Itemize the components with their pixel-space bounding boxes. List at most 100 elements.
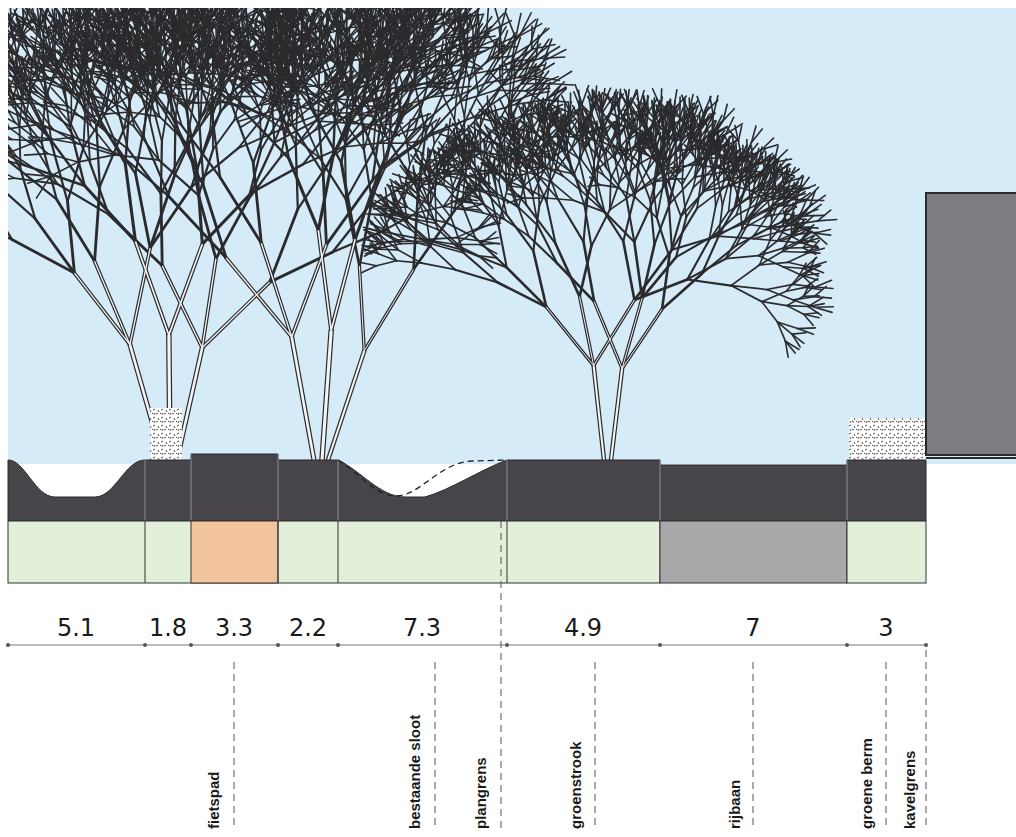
tree-branch <box>117 0 121 8</box>
tree-branch <box>239 0 260 4</box>
tree-branch <box>211 0 221 8</box>
tree-branch <box>185 0 206 4</box>
tree-branch <box>161 0 163 1</box>
tree-branch <box>0 129 8 140</box>
tree-branch <box>68 0 80 2</box>
tree-branch <box>211 0 231 8</box>
tree-branch <box>84 0 85 19</box>
tree-branch <box>333 0 336 7</box>
tree-branch <box>154 0 166 5</box>
tree-branch <box>197 102 222 103</box>
tree-branch <box>235 0 242 5</box>
tree-branch <box>60 58 86 59</box>
tree-branch <box>123 0 137 8</box>
tree-branch <box>123 0 132 8</box>
tree-branch <box>0 15 1 39</box>
tree-branch <box>0 40 6 67</box>
tree-branch <box>204 0 213 8</box>
tree-branch <box>139 0 143 4</box>
tree-branch <box>0 74 4 98</box>
tree-branch <box>132 0 143 4</box>
tree-branch <box>0 51 6 62</box>
tree-branch <box>42 77 64 78</box>
tree-branch <box>0 87 1 103</box>
tree-branch <box>56 0 79 2</box>
tree-branch <box>150 0 163 1</box>
tree-branch <box>195 0 199 1</box>
tree-branch <box>117 0 136 8</box>
tree-branch <box>0 129 8 131</box>
tree-branch <box>0 114 9 127</box>
tree-branch <box>28 0 46 6</box>
tree-branch <box>142 0 164 1</box>
tree-branch <box>164 0 166 1</box>
tree-branch <box>0 46 6 67</box>
tree-branch <box>0 58 3 75</box>
tree-branch <box>0 87 7 100</box>
tree-branch <box>194 0 197 3</box>
tree-branch <box>6 30 7 62</box>
tree-branch <box>180 0 185 4</box>
tree-branch <box>112 0 117 8</box>
tree-branch <box>106 0 123 8</box>
tree-branch <box>241 0 246 2</box>
tree-branch <box>0 43 5 67</box>
tree-branch <box>0 98 32 99</box>
tree-branch <box>73 0 80 2</box>
tree-branch <box>120 0 123 8</box>
tree-branch <box>216 0 217 6</box>
tree-branch <box>0 108 8 111</box>
tree-branch <box>200 0 206 2</box>
tree-branch <box>185 0 193 5</box>
tree-branch <box>187 108 188 145</box>
tree-branch <box>216 0 226 6</box>
tree-branch <box>149 0 154 5</box>
tree-branch <box>241 0 253 2</box>
tree-branch <box>161 194 162 266</box>
tree-branch <box>142 0 164 1</box>
tree-branch <box>171 0 187 7</box>
tree-branch <box>61 0 80 2</box>
tree-branch <box>208 0 211 8</box>
tree-branch <box>148 0 166 3</box>
tree-branch <box>0 20 5 40</box>
tree-branch <box>155 0 166 3</box>
tree-branch <box>227 0 229 9</box>
tree-branch <box>184 0 192 9</box>
tree-branch <box>63 2 64 21</box>
tree-branch <box>167 0 170 3</box>
tree-branch <box>246 0 260 2</box>
tree-branch <box>257 0 272 4</box>
tree-branch <box>181 0 184 9</box>
tree-branch <box>40 4 41 25</box>
tree-branch <box>161 142 162 194</box>
tree-branch <box>0 92 8 111</box>
tree-branch <box>40 0 46 6</box>
tree-branch <box>92 0 103 6</box>
tree-branch <box>0 53 3 75</box>
tree-branch <box>91 0 93 3</box>
tree-branch <box>185 0 189 4</box>
tree-branch <box>255 0 257 4</box>
tree-branch <box>333 0 348 7</box>
tree-branch <box>257 0 276 8</box>
tree-branch <box>147 0 164 1</box>
tree-branch <box>201 0 204 8</box>
tree-branch <box>0 40 1 71</box>
tree-branch <box>157 0 167 3</box>
tree-branch <box>194 0 208 3</box>
tree-branch <box>0 29 1 40</box>
tree-branch <box>166 0 169 3</box>
tree-branch <box>2 53 3 74</box>
tree-branch <box>241 0 261 2</box>
tree-branch <box>1 31 6 51</box>
tree-branch <box>1 103 9 127</box>
tree-branch <box>195 0 212 1</box>
tree-branch <box>216 0 229 9</box>
tree-branch <box>0 98 4 132</box>
tree-branch <box>228 0 235 5</box>
tree-branch <box>63 0 67 2</box>
tree-branch <box>103 0 108 6</box>
